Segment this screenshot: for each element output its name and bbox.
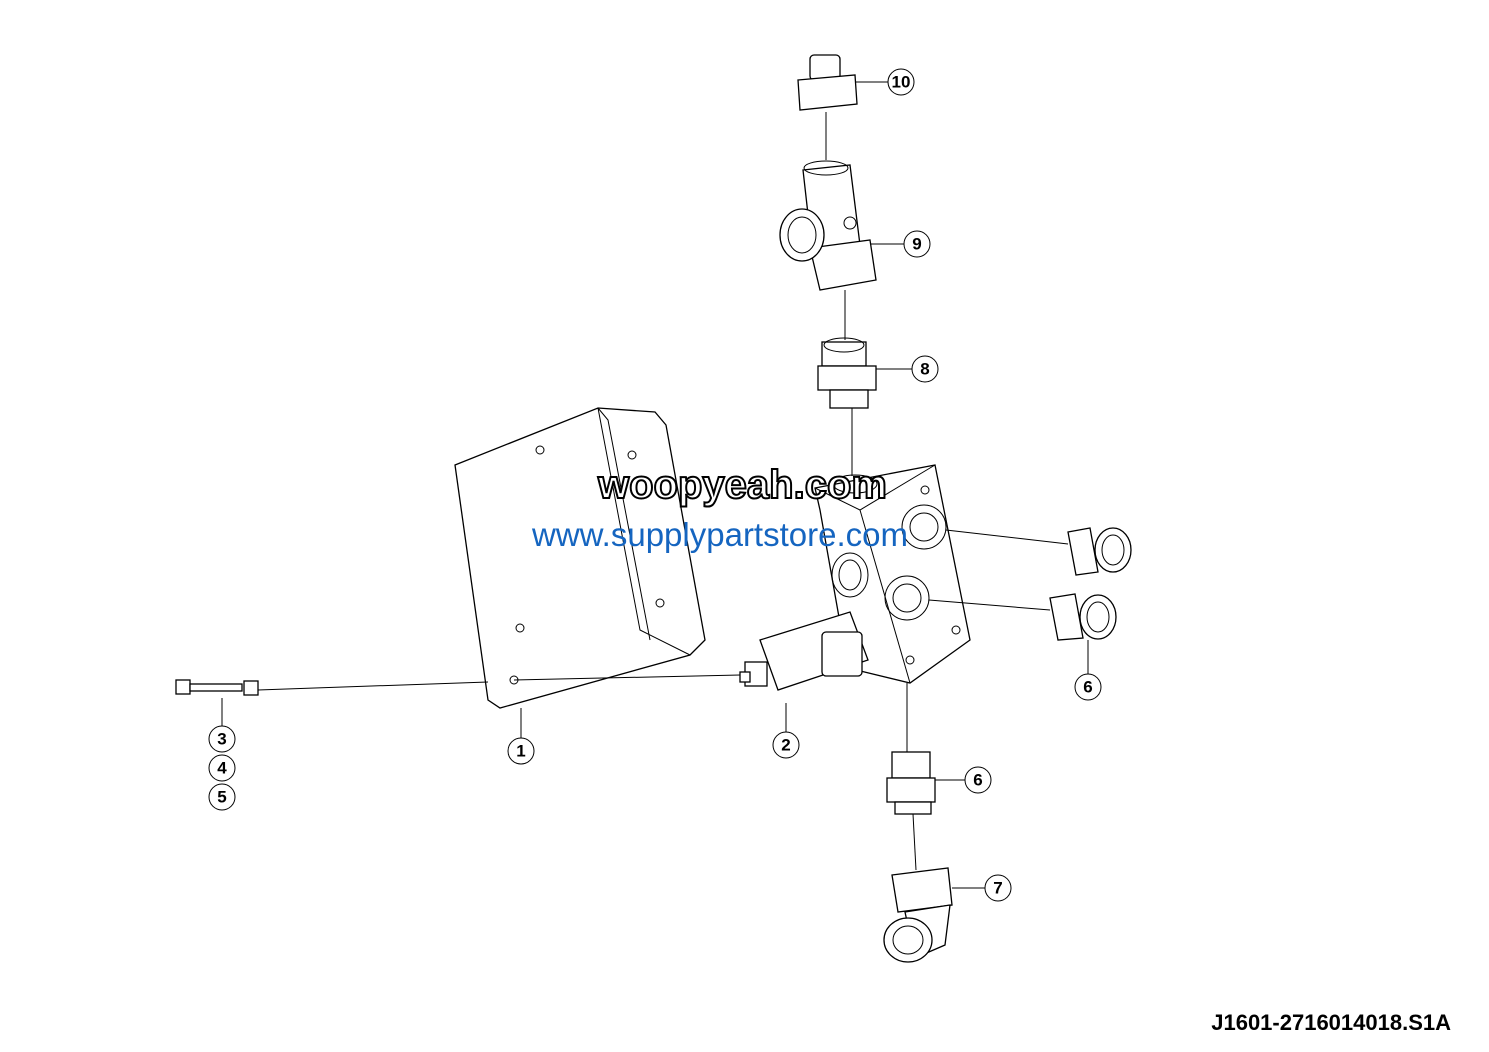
callout-6-bottom: 6 [964, 766, 992, 794]
watermark-blue: www.supplypartstore.com [532, 516, 908, 553]
solenoid-valve [513, 611, 869, 691]
svg-text:3: 3 [217, 730, 226, 749]
svg-text:5: 5 [217, 788, 226, 807]
tee-fitting-9 [779, 160, 877, 340]
elbow-fitting-7 [883, 867, 953, 963]
mounting-bracket [454, 407, 706, 709]
callout-6-right: 6 [1074, 673, 1102, 701]
svg-text:6: 6 [973, 771, 982, 790]
cap-10 [797, 54, 858, 160]
callout-2: 2 [772, 731, 800, 759]
callout-5: 5 [208, 783, 236, 811]
port-fitting-upper [945, 527, 1132, 576]
svg-text:9: 9 [912, 235, 921, 254]
port-fitting-lower [928, 593, 1117, 641]
callout-4: 4 [208, 754, 236, 782]
bolt-assembly [175, 679, 489, 696]
callout-9: 9 [903, 230, 931, 258]
callout-10: 10 [887, 68, 915, 96]
svg-text:7: 7 [993, 879, 1002, 898]
leader-lines [221, 81, 1089, 889]
svg-text:1: 1 [516, 742, 525, 761]
svg-text:2: 2 [781, 736, 790, 755]
svg-text:4: 4 [217, 759, 227, 778]
adapter-8 [817, 337, 877, 476]
callout-8: 8 [911, 355, 939, 383]
callout-1: 1 [507, 737, 535, 765]
callout-3: 3 [208, 725, 236, 753]
callout-7: 7 [984, 874, 1012, 902]
adapter-6 [886, 683, 936, 871]
drawing-code: J1601-2716014018.S1A [1211, 1010, 1451, 1035]
svg-text:8: 8 [920, 360, 929, 379]
svg-text:6: 6 [1083, 678, 1092, 697]
watermark-outlined: woopyeah.com [597, 462, 888, 508]
svg-text:10: 10 [892, 73, 911, 92]
